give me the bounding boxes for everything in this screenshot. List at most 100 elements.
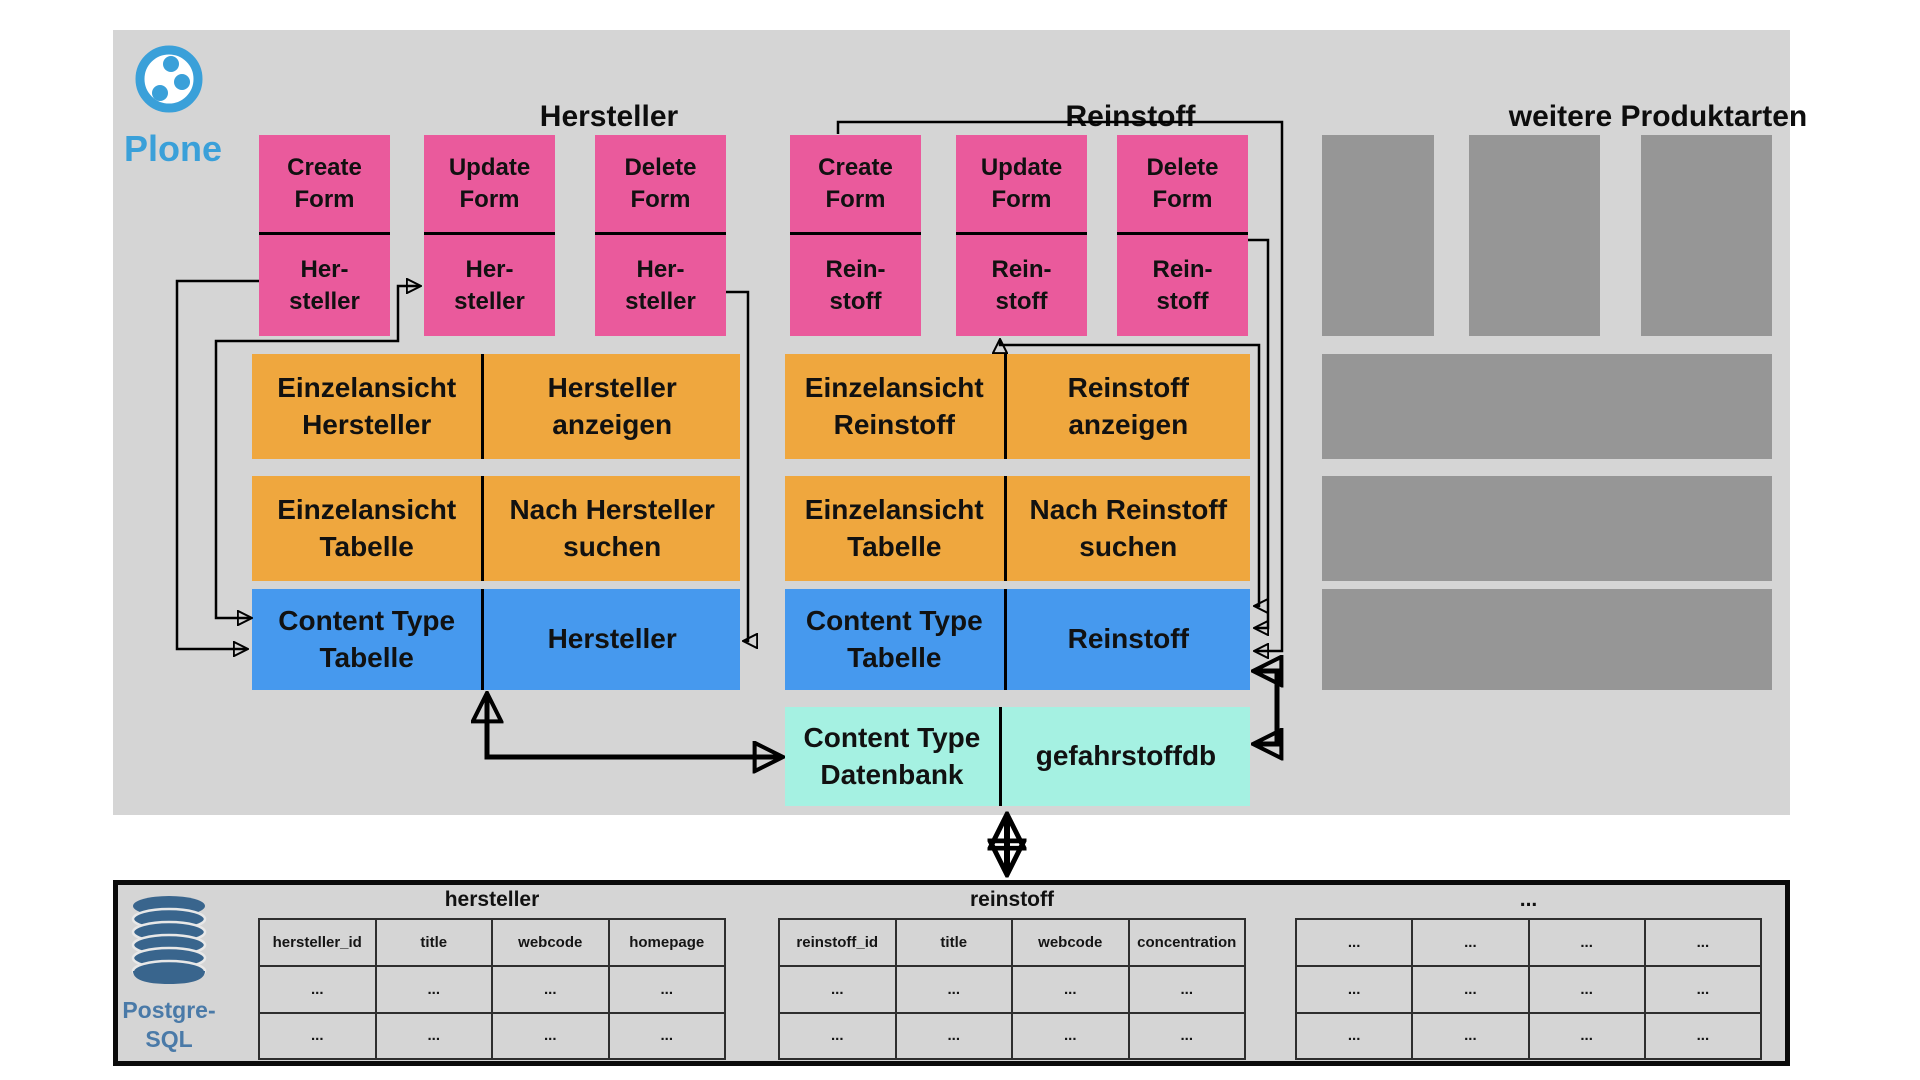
- db-column-header: ...: [1294, 917, 1414, 968]
- db-cell: ...: [1127, 965, 1246, 1014]
- db-cell: ...: [778, 965, 897, 1014]
- db-column-header: title: [374, 917, 493, 968]
- db-table-reinstoff: reinstoff_id title webcode concentration…: [778, 917, 1246, 1061]
- db-cell: ...: [258, 965, 377, 1014]
- view-label: Nach Hersteller suchen: [509, 494, 715, 562]
- db-cell: ...: [374, 965, 493, 1014]
- view-box-einzelansicht-hersteller: Einzelansicht Hersteller Hersteller anze…: [252, 354, 740, 459]
- plone-logo-icon: [135, 45, 203, 113]
- db-cell: ...: [1294, 1011, 1414, 1061]
- view-label: Hersteller anzeigen: [547, 372, 677, 440]
- form-box-update-reinstoff: Update Form Rein- stoff: [956, 135, 1087, 336]
- form-action-label: Create Form: [259, 135, 390, 235]
- db-cell: ...: [1643, 1011, 1763, 1061]
- view-label: Einzelansicht Hersteller: [252, 354, 485, 459]
- content-type-line2: Tabelle: [319, 641, 414, 673]
- db-column-header: concentration: [1127, 917, 1246, 968]
- form-entity-label: Rein- stoff: [825, 256, 886, 315]
- form-box-delete-reinstoff: Delete Form Rein- stoff: [1117, 135, 1248, 336]
- db-cell: ...: [1294, 965, 1414, 1014]
- content-type-line1: Content Type: [278, 605, 456, 637]
- plone-logo-label: Plone: [123, 128, 222, 169]
- placeholder-view-row: [1322, 354, 1772, 459]
- form-box-delete-hersteller: Delete Form Her- steller: [595, 135, 726, 336]
- form-action-label: Delete Form: [595, 135, 726, 235]
- db-cell: ...: [607, 965, 726, 1014]
- content-type-name: Reinstoff: [1067, 623, 1189, 655]
- db-cell: ...: [374, 1011, 493, 1061]
- placeholder-view-row: [1322, 476, 1772, 581]
- placeholder-form-box: [1641, 135, 1772, 336]
- form-action-label: Update Form: [424, 135, 555, 235]
- content-type-line1: Content Type: [805, 605, 983, 637]
- db-column-header: ...: [1643, 917, 1763, 968]
- form-entity-label: Her- steller: [454, 256, 525, 315]
- db-cell: ...: [894, 1011, 1013, 1061]
- db-cell: ...: [1411, 965, 1530, 1014]
- view-label: Einzelansicht Reinstoff: [785, 354, 1007, 459]
- db-column-header: title: [894, 917, 1013, 968]
- placeholder-form-box: [1322, 135, 1434, 336]
- db-column-header: homepage: [607, 917, 726, 968]
- db-cell: ...: [1011, 965, 1130, 1014]
- db-cell: ...: [258, 1011, 377, 1061]
- content-type-name: Hersteller: [547, 623, 677, 655]
- db-cell: ...: [894, 965, 1013, 1014]
- form-action-label: Create Form: [790, 135, 921, 235]
- db-cell: ...: [778, 1011, 897, 1061]
- db-cell: ...: [491, 965, 610, 1014]
- content-type-line1: Content Type: [803, 722, 981, 754]
- db-table-weitere: ... ... ... ... ... ... ... ... ... ... …: [1294, 917, 1763, 1061]
- db-cell: ...: [1527, 1011, 1646, 1061]
- content-type-line2: Tabelle: [847, 641, 942, 673]
- view-label: Reinstoff anzeigen: [1067, 372, 1189, 440]
- form-entity-label: Rein- stoff: [1152, 256, 1213, 315]
- form-box-create-hersteller: Create Form Her- steller: [259, 135, 390, 336]
- db-column-header: ...: [1411, 917, 1530, 968]
- db-table-title-weitere: ...: [1519, 888, 1538, 911]
- db-column-header: webcode: [1011, 917, 1130, 968]
- db-cell: ...: [607, 1011, 726, 1061]
- postgresql-label: Postgre- SQL: [122, 997, 216, 1052]
- view-label: Einzelansicht Tabelle: [785, 476, 1007, 581]
- form-action-label: Delete Form: [1117, 135, 1248, 235]
- form-action-label: Update Form: [956, 135, 1087, 235]
- column-header-weitere-produktarten: weitere Produktarten: [1508, 100, 1808, 133]
- database-cylinder-icon: [131, 896, 207, 984]
- db-table-title-hersteller: hersteller: [444, 888, 540, 911]
- form-box-update-hersteller: Update Form Her- steller: [424, 135, 555, 336]
- view-box-einzelansicht-reinstoff: Einzelansicht Reinstoff Reinstoff anzeig…: [785, 354, 1250, 459]
- db-table-title-reinstoff: reinstoff: [970, 888, 1054, 911]
- db-table-hersteller: hersteller_id title webcode homepage ...…: [258, 917, 726, 1061]
- placeholder-content-type-row: [1322, 589, 1772, 690]
- db-cell: ...: [1411, 1011, 1530, 1061]
- content-type-line2: Datenbank: [820, 758, 964, 790]
- placeholder-form-box: [1469, 135, 1600, 336]
- db-cell: ...: [1011, 1011, 1130, 1061]
- db-cell: ...: [1527, 965, 1646, 1014]
- db-column-header: webcode: [491, 917, 610, 968]
- db-column-header: reinstoff_id: [778, 917, 897, 968]
- view-box-einzelansicht-tabelle-reinstoff: Einzelansicht Tabelle Nach Reinstoff suc…: [785, 476, 1250, 581]
- form-entity-label: Rein- stoff: [991, 256, 1052, 315]
- content-type-name: gefahrstoffdb: [1035, 740, 1217, 772]
- view-box-einzelansicht-tabelle-hersteller: Einzelansicht Tabelle Nach Hersteller su…: [252, 476, 740, 581]
- column-header-reinstoff: Reinstoff: [1065, 100, 1196, 133]
- column-header-hersteller: Hersteller: [539, 100, 679, 133]
- view-label: Nach Reinstoff suchen: [1029, 494, 1228, 562]
- db-cell: ...: [491, 1011, 610, 1061]
- view-label: Einzelansicht Tabelle: [252, 476, 485, 581]
- form-entity-label: Her- steller: [625, 256, 696, 315]
- form-entity-label: Her- steller: [289, 256, 360, 315]
- db-cell: ...: [1643, 965, 1763, 1014]
- db-column-header: ...: [1527, 917, 1646, 968]
- db-cell: ...: [1127, 1011, 1246, 1061]
- form-box-create-reinstoff: Create Form Rein- stoff: [790, 135, 921, 336]
